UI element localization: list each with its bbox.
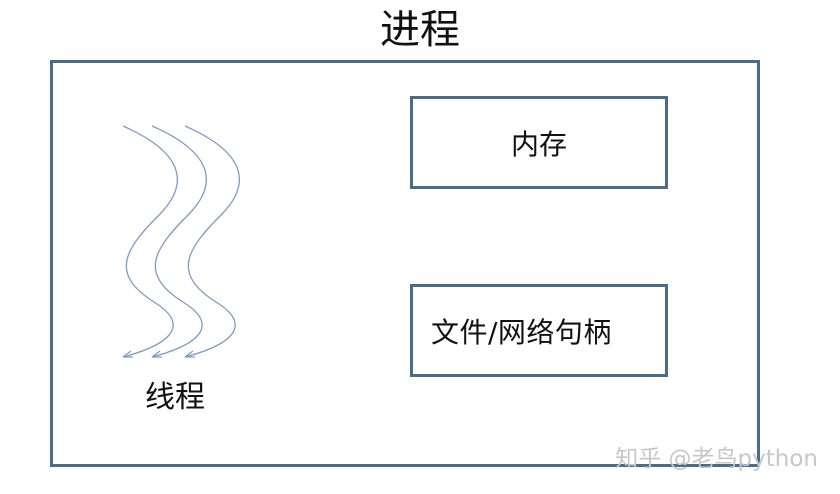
memory-box: 内存	[410, 96, 668, 189]
file-network-handles-label: 文件/网络句柄	[431, 315, 612, 349]
thread-line-2	[151, 125, 207, 358]
watermark: 知乎 @老鸟python	[615, 446, 818, 472]
memory-label: 内存	[510, 127, 567, 161]
thread-line-3	[184, 125, 240, 358]
diagram-title: 进程	[380, 7, 460, 53]
thread-arrow-2	[151, 350, 162, 358]
process-box	[50, 60, 760, 467]
thread-arrow-3	[184, 350, 195, 358]
file-network-handles-box: 文件/网络句柄	[410, 284, 668, 377]
thread-line-1	[122, 125, 178, 358]
thread-arrow-1	[122, 350, 133, 358]
thread-label: 线程	[145, 380, 205, 415]
